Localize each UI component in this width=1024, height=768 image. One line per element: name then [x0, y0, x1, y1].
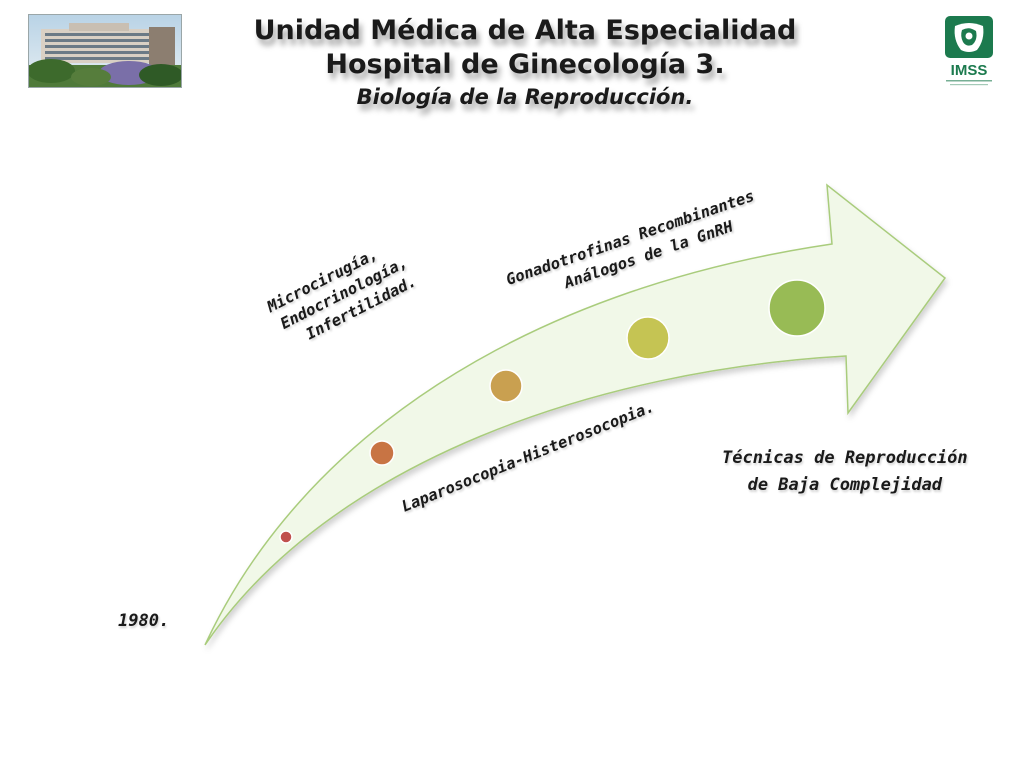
timeline-dot-1 — [279, 530, 293, 544]
page-title-line1: Unidad Médica de Alta Especialidad — [253, 15, 797, 46]
tecnicas-label: Técnicas de Reproducción de Baja Complej… — [722, 445, 968, 499]
timeline-dot-2 — [369, 440, 395, 466]
page-title-line2: Hospital de Ginecología 3. — [325, 49, 725, 80]
imss-logo-icon: IMSS — [945, 16, 993, 86]
timeline-dot-3 — [489, 369, 523, 403]
curved-arrow — [204, 183, 947, 646]
title-block: Unidad Médica de Alta Especialidad Hospi… — [190, 14, 860, 112]
tecnicas-line1: Técnicas de Reproducción — [722, 448, 968, 468]
imss-logo: IMSS — [940, 14, 998, 90]
page-subtitle: Biología de la Reproducción. — [356, 85, 694, 109]
hospital-photo — [28, 14, 182, 88]
timeline-dot-4 — [626, 316, 670, 360]
year-label: 1980. — [118, 611, 170, 631]
timeline-dot-5 — [768, 279, 826, 337]
hospital-building-photo — [29, 15, 181, 87]
tecnicas-line2: de Baja Complejidad — [747, 475, 943, 495]
imss-logo-text: IMSS — [951, 62, 988, 79]
